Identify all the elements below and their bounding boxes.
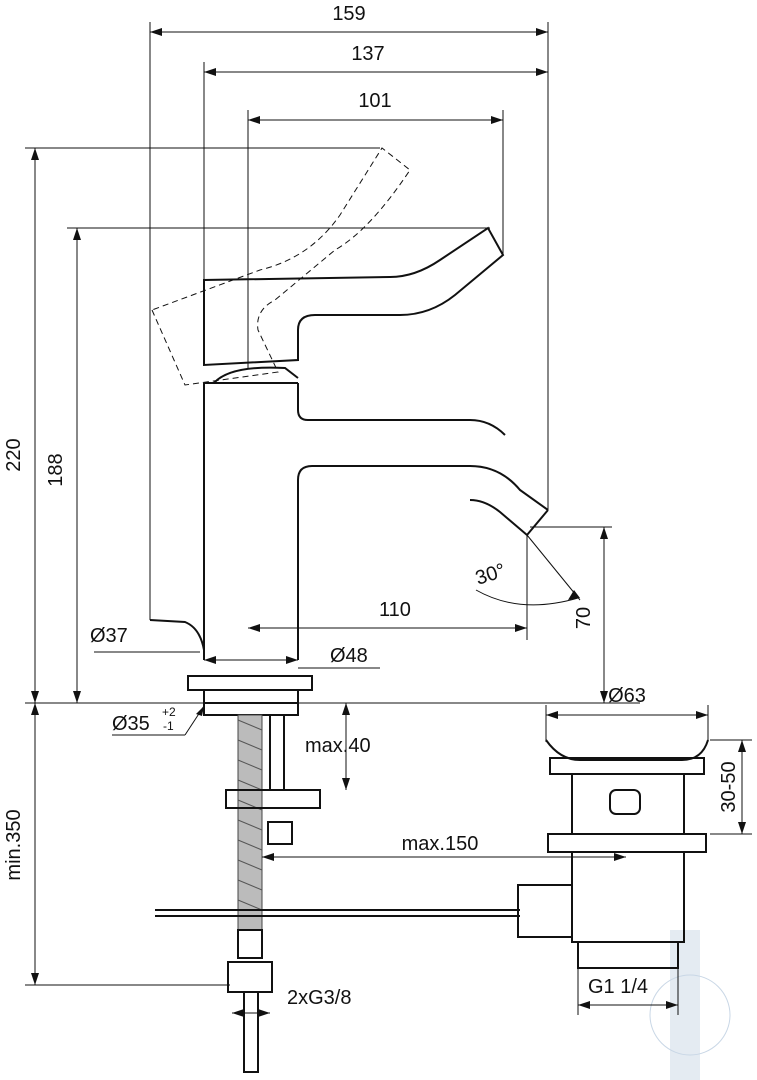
dimension-35: [112, 705, 205, 736]
hose-nut: [227, 961, 273, 993]
waste-assembly: [517, 739, 709, 969]
dimension-g114: [577, 968, 679, 1015]
dimension-159: [149, 22, 549, 620]
dim-min350-label: min.350: [3, 809, 25, 880]
dim-48-label: Ø48: [330, 645, 368, 667]
dimension-g38: [232, 1009, 270, 1017]
fixing-nut: [267, 821, 293, 845]
dim-g114-label: G1 1/4: [588, 976, 648, 998]
dimension-max40: [342, 703, 350, 790]
dimension-min350: [25, 703, 230, 986]
lever-dashed-position: [151, 147, 411, 386]
dim-101-label: 101: [358, 90, 391, 112]
dim-g38-label: 2xG3/8: [287, 987, 351, 1009]
dim-30-50-label: 30-50: [718, 761, 740, 812]
faucet-body: [203, 226, 549, 660]
dimension-30-50: [710, 739, 752, 835]
dim-max40-label: max.40: [305, 735, 371, 757]
dim-159-label: 159: [332, 3, 365, 25]
watermark-circle: [649, 974, 731, 1056]
fixing-bracket: [225, 789, 321, 809]
base-flange: [187, 675, 313, 716]
dimension-max150: [262, 853, 626, 861]
dim-70-label: 70: [573, 607, 595, 629]
dimension-220: [25, 147, 380, 703]
dim-35-tol-minus: -1: [163, 719, 174, 733]
dim-max150-label: max.150: [402, 833, 479, 855]
dimension-48: [204, 656, 380, 669]
angle-30-label: 30°: [473, 559, 509, 589]
dimension-188: [67, 227, 490, 703]
flex-hose: [237, 714, 263, 931]
dimension-110: [248, 535, 528, 640]
foot-outline: [149, 619, 205, 651]
dimension-137: [203, 62, 548, 280]
dim-110-label: 110: [379, 599, 411, 621]
dimension-70: [530, 526, 612, 703]
dim-220-label: 220: [3, 438, 25, 471]
hose-connector: [237, 929, 263, 959]
angle-30: [475, 534, 581, 606]
hose-tail: [243, 991, 259, 1073]
dim-35-label: Ø35: [112, 713, 150, 735]
dim-37-label: Ø37: [90, 625, 128, 647]
dimension-101: [247, 110, 504, 368]
threaded-rod: [269, 714, 285, 791]
hose-braid: [237, 719, 263, 911]
dim-188-label: 188: [45, 453, 67, 486]
dim-35-tol-plus: +2: [162, 705, 176, 719]
dim-137-label: 137: [351, 43, 384, 65]
dimension-63: [545, 705, 709, 742]
dim-63-label: Ø63: [608, 685, 646, 707]
